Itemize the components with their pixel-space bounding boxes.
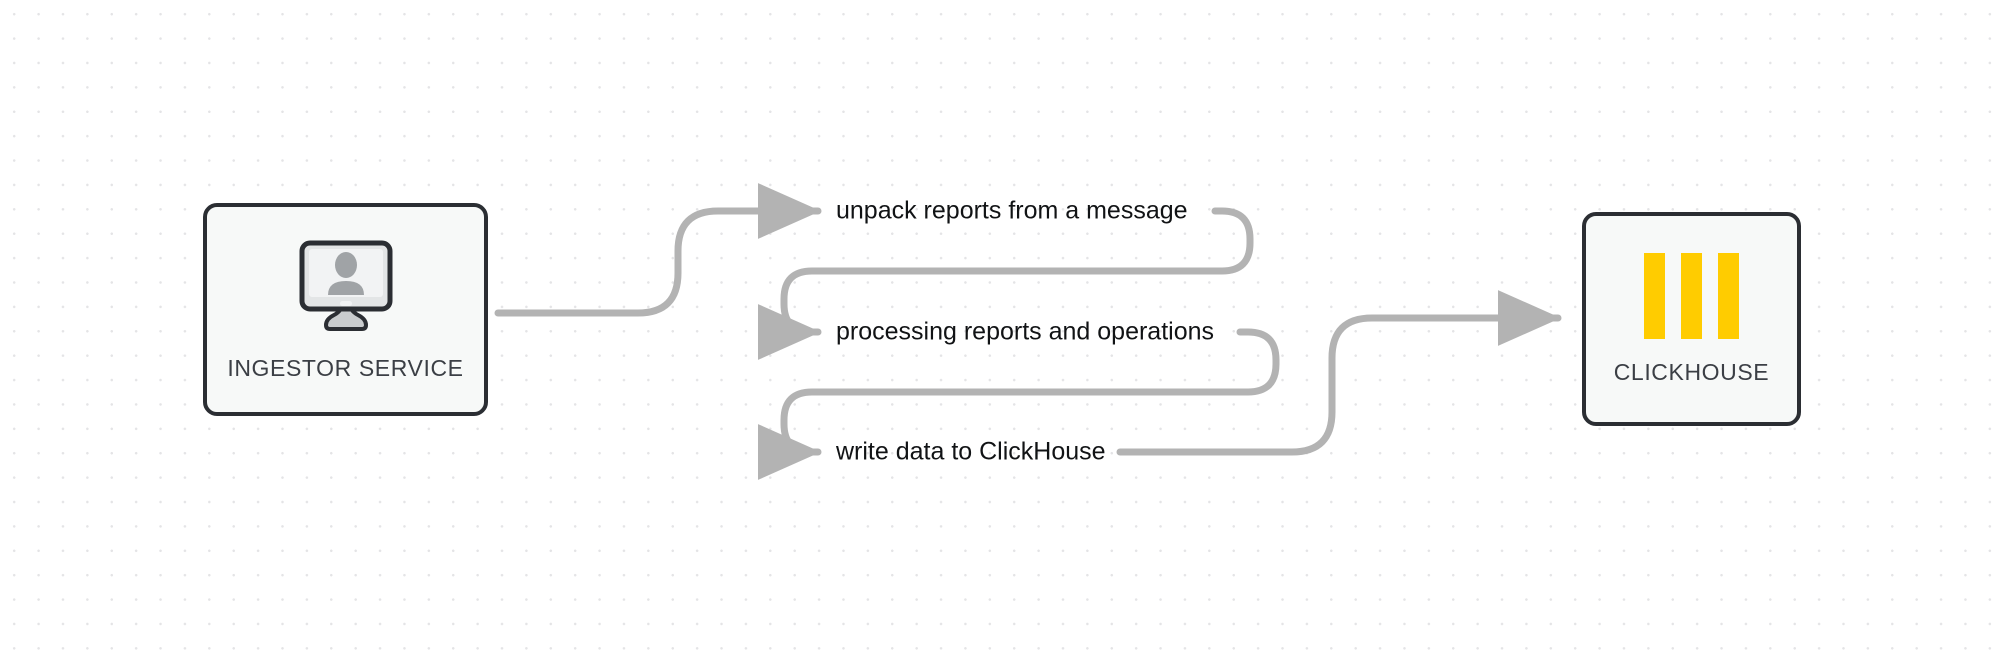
edge-label-unpack-reports: unpack reports from a message xyxy=(836,196,1188,225)
node-clickhouse-label: CLICKHOUSE xyxy=(1613,358,1770,385)
edge-path-1 xyxy=(494,183,822,317)
node-ingestor-service[interactable]: INGESTOR SERVICE xyxy=(203,203,488,416)
edge-path-3 xyxy=(757,388,822,480)
clickhouse-bar-3 xyxy=(1718,252,1739,339)
edge-label-write-data: write data to ClickHouse xyxy=(836,437,1106,466)
node-clickhouse[interactable]: CLICKHOUSE xyxy=(1582,212,1801,426)
node-ingestor-service-label: INGESTOR SERVICE xyxy=(227,355,464,381)
edge-path-2 xyxy=(757,267,822,360)
clickhouse-bars-icon xyxy=(1644,252,1739,339)
edge-label-processing-reports: processing reports and operations xyxy=(836,317,1215,346)
clickhouse-bar-1 xyxy=(1644,252,1665,339)
monitor-user-icon xyxy=(290,237,402,337)
clickhouse-bar-2 xyxy=(1681,252,1702,339)
